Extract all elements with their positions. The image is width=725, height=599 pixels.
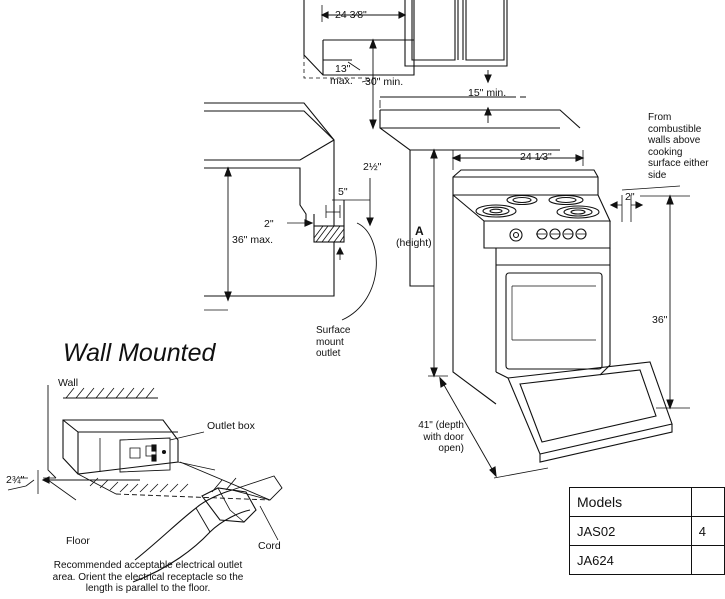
combustible-note: From combustible walls above cooking sur… — [648, 112, 709, 181]
top-width-dimension — [320, 5, 407, 22]
combustible-line-4: cooking — [648, 146, 683, 158]
upper-cabinet — [303, 0, 508, 76]
surface-outlet-line-3: outlet — [316, 348, 341, 359]
counter-height-label: 36" max. — [232, 234, 274, 246]
side-clearance-label: 15" min. — [468, 87, 507, 99]
combustible-line-3: walls above — [648, 135, 701, 146]
range-width-label: 24 1⁄3" — [520, 151, 552, 163]
table-row: JAS02 4 — [569, 516, 725, 546]
note-line-1: Recommended acceptable electrical outlet — [53, 560, 243, 571]
cord-label: Cord — [258, 540, 281, 552]
note-line-3: length is parallel to the floor. — [85, 583, 211, 594]
models-header-cell-2 — [690, 487, 725, 517]
table-row: JA624 — [569, 545, 725, 575]
model-value-cell — [690, 545, 725, 575]
depth-door-open-label: 41" (depth with door open) — [396, 420, 464, 455]
combustible-line-2: combustible — [648, 123, 702, 135]
combustible-line-5: surface either — [648, 158, 709, 169]
surface-outlet-label: Surface mount outlet — [316, 325, 350, 360]
dim-a-caption: (height) — [396, 237, 432, 249]
wall-mounted-title: Wall Mounted — [63, 339, 216, 367]
cabinet-depth-label: 13" — [335, 63, 351, 75]
side-gap-label: 2" — [625, 191, 635, 203]
outlet-offset-2half-label: 2½" — [363, 161, 382, 173]
surface-outlet-line-2: mount — [316, 336, 344, 348]
wall-mounted-detail — [7, 385, 283, 583]
left-counter — [204, 102, 370, 297]
depth-line-2: with door — [423, 431, 464, 443]
depth-line-3: open) — [438, 443, 464, 454]
dim-a-letter: A — [415, 224, 424, 238]
models-table: Models JAS02 4 JA624 — [569, 487, 725, 575]
models-table-header: Models — [569, 487, 725, 517]
surface-outlet-line-1: Surface — [316, 325, 351, 336]
outlet-offset-2-label: 2" — [264, 218, 274, 230]
surface-outlet-box — [313, 225, 345, 243]
depth-line-1: 41" (depth — [418, 420, 464, 431]
range — [452, 169, 673, 463]
combustible-line-6: side — [648, 169, 667, 181]
model-value-cell: 4 — [690, 516, 725, 546]
model-name-cell: JA624 — [569, 545, 692, 575]
outlet-box-label: Outlet box — [207, 420, 255, 432]
floor-label: Floor — [66, 535, 90, 547]
top-width-label: 24 3⁄8" — [335, 9, 367, 21]
model-name-cell: JAS02 — [569, 516, 692, 546]
models-header-cell: Models — [569, 487, 692, 517]
note-line-2: area. Orient the electrical receptacle s… — [52, 571, 244, 583]
wall-label: Wall — [58, 377, 79, 389]
clearance-above-label: 30" min. — [365, 76, 404, 88]
floor-offset-label: 2¾" — [6, 474, 25, 486]
outlet-offset-5-label: 5" — [338, 186, 348, 198]
cabinet-depth-max-label: max. — [330, 75, 353, 87]
wall-mounted-note: Recommended acceptable electrical outlet… — [12, 560, 284, 595]
combustible-line-1: From — [648, 112, 672, 123]
range-height-label: 36" — [652, 314, 668, 326]
